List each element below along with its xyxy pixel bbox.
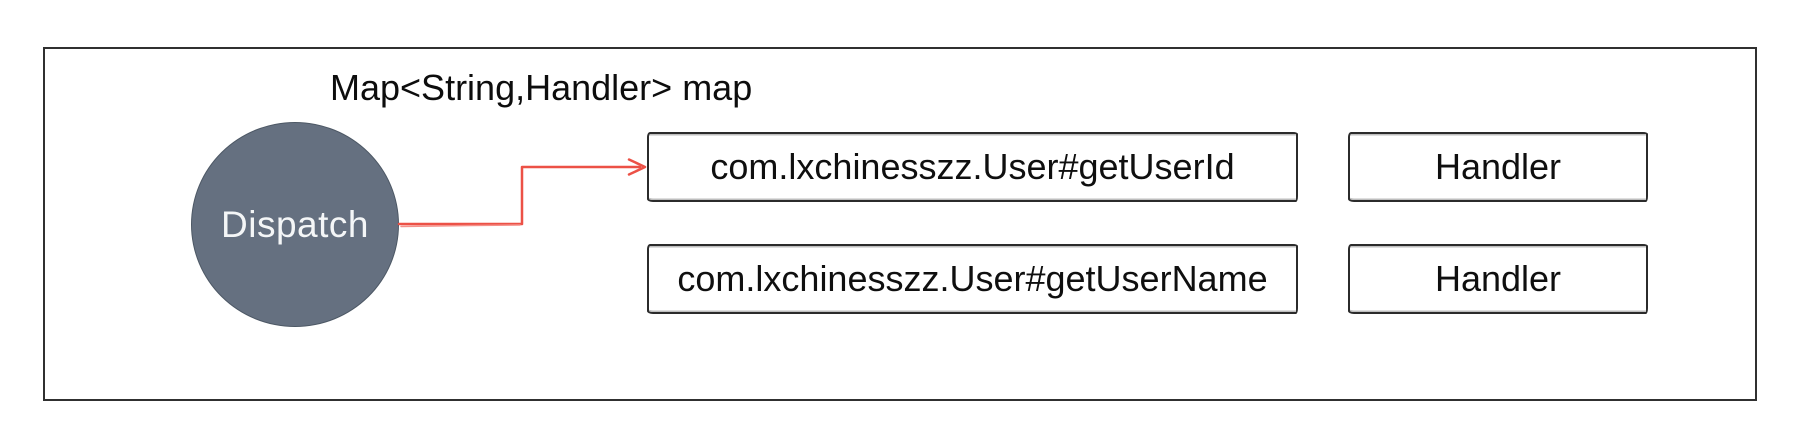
map-key-box: com.lxchinesszz.User#getUserId [647, 132, 1298, 202]
map-key-label: com.lxchinesszz.User#getUserName [677, 258, 1268, 299]
handler-label: Handler [1434, 258, 1562, 299]
handler-label: Handler [1434, 146, 1562, 187]
map-key-label: com.lxchinesszz.User#getUserId [710, 146, 1235, 187]
map-declaration-title: Map<String,Handler> map [330, 67, 753, 108]
dispatch-label: Dispatch [221, 203, 369, 245]
dispatch-node: Dispatch [191, 122, 399, 327]
handler-box: Handler [1348, 244, 1648, 314]
map-key-box: com.lxchinesszz.User#getUserName [647, 244, 1298, 314]
handler-box: Handler [1348, 132, 1648, 202]
